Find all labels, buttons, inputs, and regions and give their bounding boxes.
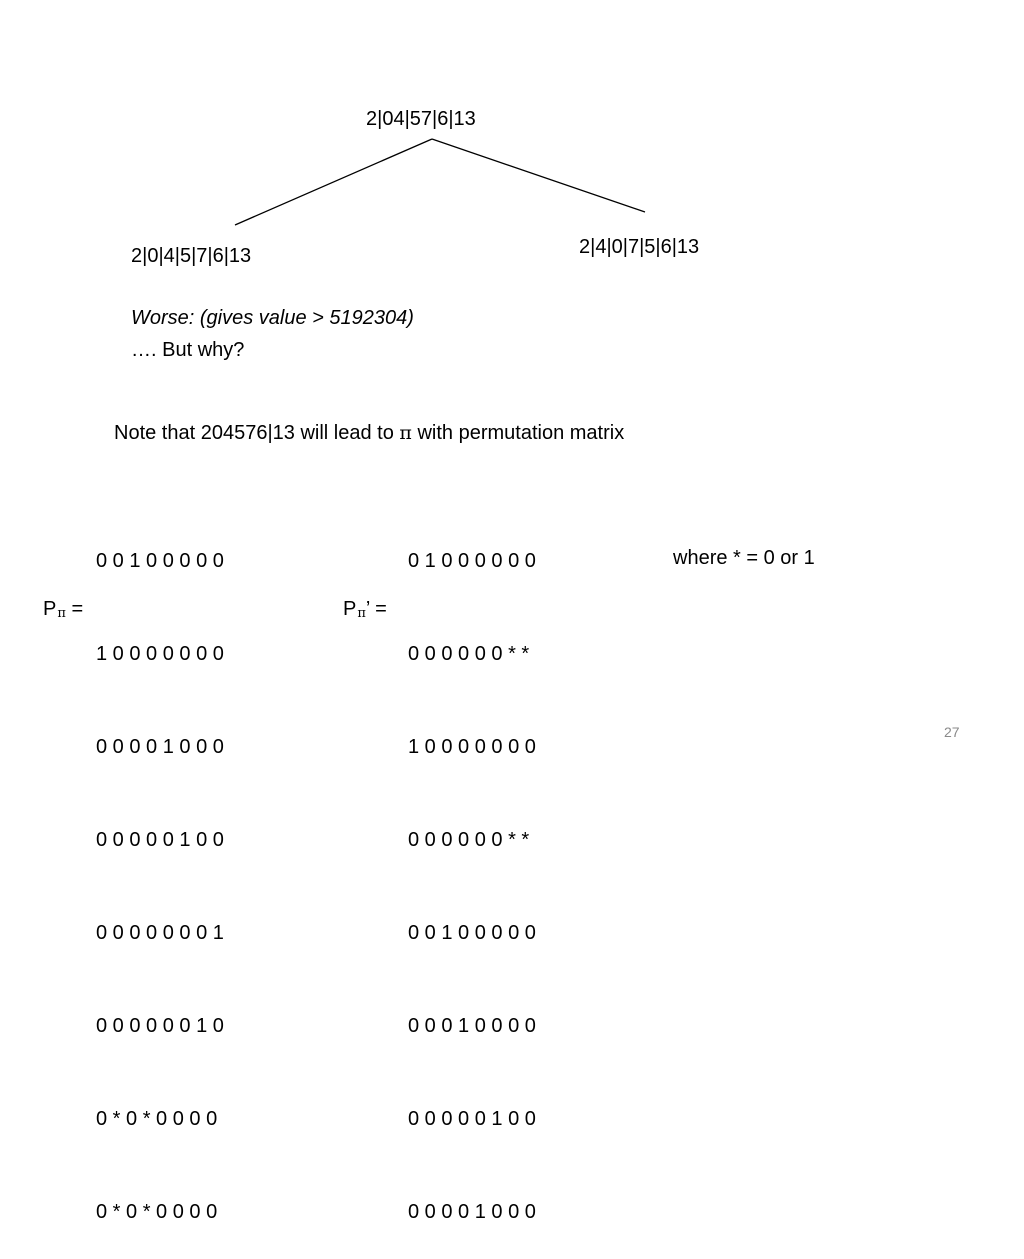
matrix-p-prime-row: 0 0 0 0 0 1 0 0 [408,1108,536,1130]
matrix-p: 0 0 1 0 0 0 0 0 1 0 0 0 0 0 0 0 0 0 0 0 … [96,484,224,1259]
matrix-p-label-subscript: π [57,606,66,621]
matrix-p-prime-label-suffix: ’ = [365,598,387,620]
matrix-p-row: 0 0 1 0 0 0 0 0 [96,550,224,572]
tree-left-node: 2|0|4|5|7|6|13 [131,245,252,267]
matrix-p-label: Pπ = [43,597,83,624]
matrix-p-prime-label: Pπ’ = [343,597,387,624]
matrix-p-row: 0 0 0 0 0 0 1 0 [96,1015,224,1037]
matrix-p-row: 0 0 0 0 0 0 0 1 [96,922,224,944]
matrix-p-prime-row: 0 0 1 0 0 0 0 0 [408,922,536,944]
worse-note: Worse: (gives value > 5192304) [131,307,414,329]
matrix-p-row: 0 0 0 0 0 1 0 0 [96,829,224,851]
permutation-note: Note that 204576|13 will lead to π with … [114,421,624,445]
matrix-p-prime-row: 1 0 0 0 0 0 0 0 [408,736,536,758]
matrix-p-prime-label-letter: P [343,598,357,620]
permutation-note-prefix: Note that 204576|13 will lead to [114,422,394,444]
matrix-p-label-letter: P [43,598,57,620]
page-number: 27 [944,724,960,740]
right-branch-line [431,138,646,213]
left-branch-line [234,138,433,226]
permutation-note-suffix: with permutation matrix [417,422,625,444]
matrix-p-label-suffix: = [65,598,84,620]
matrix-p-prime-row: 0 0 0 0 0 0 * * [408,643,530,665]
matrix-p-prime: 0 1 0 0 0 0 0 0 0 0 0 0 0 0 * * 1 0 0 0 … [408,484,536,1259]
matrix-p-row: 0 * 0 * 0 0 0 0 [96,1201,218,1223]
pi-symbol: π [399,422,412,444]
matrix-p-prime-row: 0 0 0 0 0 0 * * [408,829,530,851]
matrix-p-prime-label-subscript: π [357,606,366,621]
matrix-p-prime-row: 0 0 0 0 1 0 0 0 [408,1201,536,1223]
tree-right-node: 2|4|0|7|5|6|13 [579,236,700,258]
tree-root-node: 2|04|57|6|13 [366,108,476,130]
where-note: where * = 0 or 1 [673,547,815,569]
matrix-p-prime-row: 0 1 0 0 0 0 0 0 [408,550,536,572]
matrix-p-prime-row: 0 0 0 1 0 0 0 0 [408,1015,536,1037]
why-note: …. But why? [131,339,245,361]
matrix-p-row: 1 0 0 0 0 0 0 0 [96,643,224,665]
matrix-p-row: 0 * 0 * 0 0 0 0 [96,1108,218,1130]
matrix-p-row: 0 0 0 0 1 0 0 0 [96,736,224,758]
